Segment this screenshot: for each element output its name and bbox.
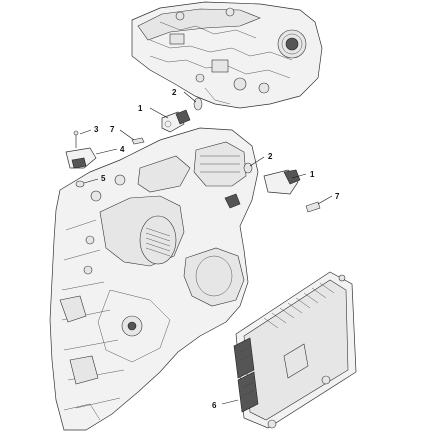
bolt-upper-7 bbox=[131, 137, 145, 145]
callout-5-gasket: 5 bbox=[101, 174, 106, 183]
gasket-left bbox=[75, 180, 85, 188]
right-sensor-assembly bbox=[243, 162, 321, 213]
callout-7-right-bolt: 7 bbox=[335, 192, 340, 201]
ecm-cooling-fins bbox=[263, 282, 335, 329]
left-sensor-assembly bbox=[65, 130, 145, 188]
upper-engine-housing bbox=[131, 1, 323, 109]
callout-1-upper-sensor: 1 bbox=[138, 104, 143, 113]
lower-engine-block bbox=[49, 127, 259, 431]
callout-6-ecm: 6 bbox=[212, 401, 217, 410]
callout-7-upper-bolt: 7 bbox=[110, 125, 115, 134]
callout-labels: 1 2 3 7 4 5 2 1 7 6 bbox=[94, 88, 340, 410]
leader-lines bbox=[79, 91, 333, 405]
callout-2-right-o-ring: 2 bbox=[268, 152, 273, 161]
callout-2-upper-o-ring: 2 bbox=[172, 88, 177, 97]
o-ring-upper bbox=[193, 97, 203, 111]
callout-4-sensor: 4 bbox=[120, 145, 125, 154]
upper-sensor-assembly bbox=[161, 97, 203, 133]
callout-1-right-sensor: 1 bbox=[310, 170, 315, 179]
grille-detail bbox=[145, 227, 171, 257]
bolt-right-7 bbox=[305, 201, 321, 213]
engine-control-module bbox=[233, 271, 357, 429]
callout-3-bolt: 3 bbox=[94, 125, 99, 134]
o-ring-right bbox=[243, 162, 253, 174]
